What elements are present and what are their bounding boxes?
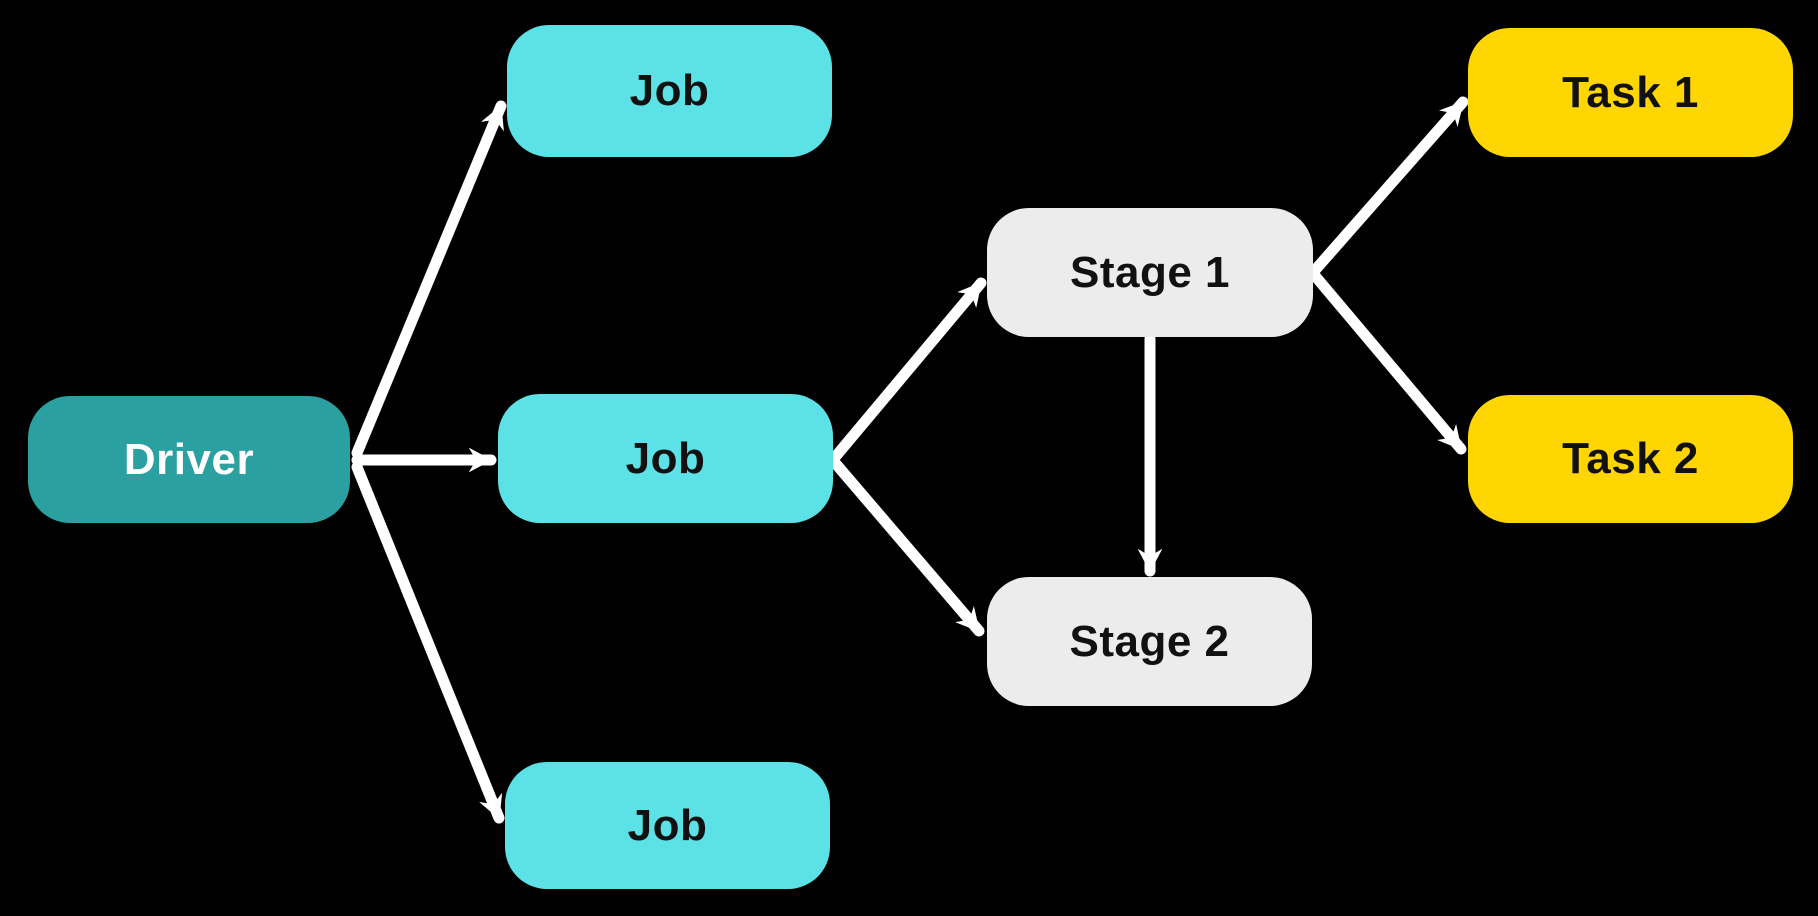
node-driver: Driver <box>28 396 350 523</box>
edge-job-middle-to-stage-2 <box>830 458 985 637</box>
node-job-top-label: Job <box>629 66 710 115</box>
edge-driver-to-job-top <box>351 100 507 459</box>
node-stage-2: Stage 2 <box>987 577 1312 706</box>
node-stage-2-label: Stage 2 <box>1069 616 1230 666</box>
edge-stage-1-to-task-2 <box>1310 271 1467 455</box>
node-driver-label: Driver <box>123 434 255 484</box>
edge-stage-1-to-task-1 <box>1310 96 1469 275</box>
node-job-bottom-label: Job <box>627 800 708 850</box>
edge-driver-to-job-bottom <box>351 461 505 824</box>
node-job-bottom: Job <box>505 762 830 889</box>
node-stage-1-label: Stage 1 <box>1069 247 1230 297</box>
node-job-middle-label: Job <box>625 433 706 483</box>
edge-job-middle-to-stage-1 <box>830 277 987 462</box>
node-stage-1: Stage 1 <box>987 208 1313 337</box>
node-job-top: Job <box>507 25 832 157</box>
node-task-1: Task 1 <box>1468 28 1793 157</box>
node-task-1-label: Task 1 <box>1562 67 1699 117</box>
node-job-middle: Job <box>498 394 833 523</box>
node-task-2: Task 2 <box>1468 395 1793 523</box>
node-task-2-label: Task 2 <box>1562 434 1699 483</box>
